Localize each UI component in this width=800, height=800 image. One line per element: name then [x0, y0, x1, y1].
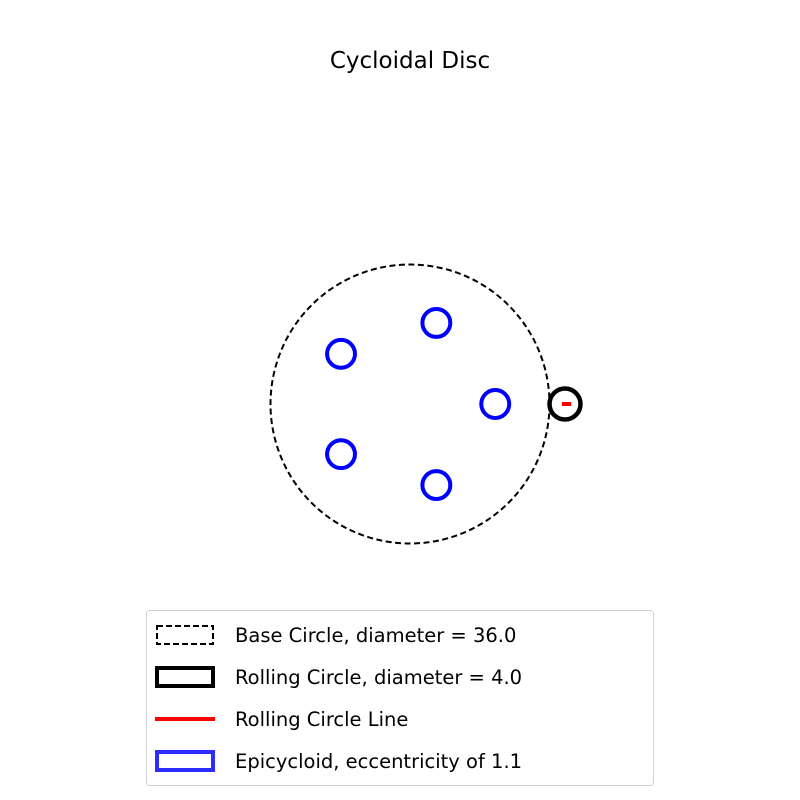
legend-swatch-rolling-circle-line: [155, 699, 215, 739]
chart-title: Cycloidal Disc: [329, 48, 491, 74]
legend: Base Circle, diameter = 36.0 Rolling Cir…: [146, 610, 654, 786]
legend-swatch-base-circle: [155, 615, 215, 655]
epicycloid-lobe-5: [420, 469, 453, 502]
legend-label-base-circle: Base Circle, diameter = 36.0: [235, 623, 517, 647]
legend-entry-rolling-circle: Rolling Circle, diameter = 4.0: [155, 657, 522, 697]
rolling-circle: [547, 386, 583, 422]
legend-label-rolling-circle: Rolling Circle, diameter = 4.0: [235, 665, 523, 689]
legend-label-epicycloid: Epicycloid, eccentricity of 1.1: [235, 749, 523, 773]
legend-swatch-epicycloid: [155, 741, 215, 781]
legend-label-rolling-circle-line: Rolling Circle Line: [235, 707, 409, 731]
epicycloid-lobe-3: [325, 337, 357, 370]
legend-swatch-rolling-circle: [155, 657, 215, 697]
legend-entry-epicycloid: Epicycloid, eccentricity of 1.1: [155, 741, 522, 781]
legend-entry-base-circle: Base Circle, diameter = 36.0: [155, 615, 516, 655]
legend-entry-rolling-circle-line: Rolling Circle Line: [155, 699, 408, 739]
epicycloid-lobe-1: [479, 388, 512, 420]
epicycloid-lobe-4: [325, 438, 357, 471]
epicycloid-lobe-2: [420, 306, 453, 339]
